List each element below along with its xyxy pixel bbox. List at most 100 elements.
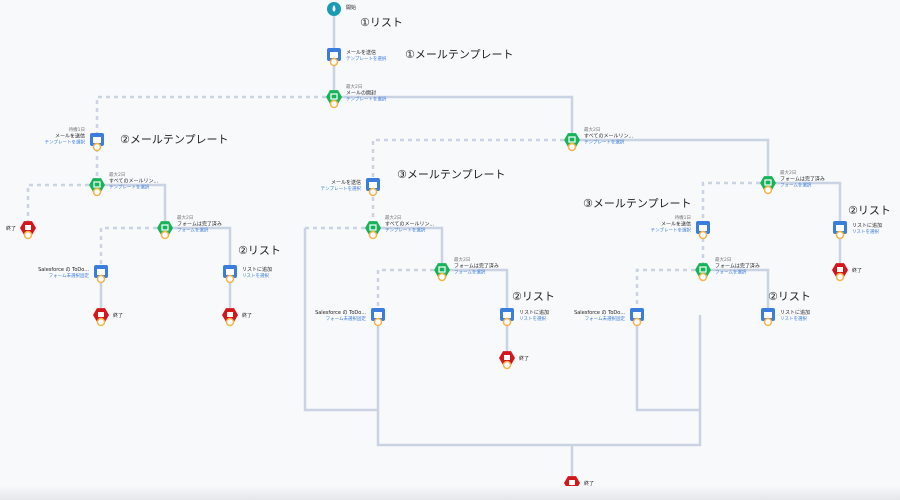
node-select-link[interactable]: リストを選択 [519,315,546,322]
node-title: メールを送信 [331,179,361,186]
node-select-link[interactable]: テンプレートを選択 [109,184,150,191]
node-port[interactable] [835,230,845,240]
node-select-link[interactable]: フォームを選択 [780,182,812,189]
node-port[interactable] [502,317,512,327]
trigger-glyph-icon [568,136,576,143]
envelope-icon [369,182,377,188]
flow-node-todo3[interactable]: Salesforce の ToDo...フォーム未選択固定 [315,308,385,327]
node-port[interactable] [329,99,339,109]
node-port[interactable] [23,230,33,240]
node-port[interactable] [437,272,447,282]
node-port[interactable] [763,317,773,327]
node-port[interactable] [329,57,339,67]
envelope-icon [503,312,511,318]
node-port[interactable] [160,230,170,240]
node-title: 終了 [852,267,862,274]
node-select-link[interactable]: リストを選択 [780,315,807,322]
flow-node-end2a[interactable]: 終了 [6,221,36,240]
node-meta: 最大2日 [454,256,470,263]
node-port[interactable] [96,317,106,327]
flow-node-endR[interactable]: 終了 [832,263,862,282]
stop-glyph-icon [837,267,843,272]
flow-node-end3[interactable]: 終了 [499,351,529,370]
node-port[interactable] [368,230,378,240]
connector-no [701,181,768,270]
flow-node-todo4[interactable]: Salesforce の ToDo...フォーム未選択固定 [574,308,644,327]
node-title: 終了 [242,312,252,319]
node-select-link[interactable]: フォームを選択 [715,269,747,276]
node-meta: 最大2日 [177,214,193,221]
envelope-icon [330,52,338,58]
bottom-shade [0,486,900,500]
node-select-link[interactable]: フォーム未選択固定 [326,315,367,322]
node-select-link[interactable]: テンプレートを選択 [346,55,387,62]
node-port[interactable] [835,272,845,282]
flow-node-end2c[interactable]: 終了 [222,308,252,327]
node-meta: 最大2日 [780,169,796,176]
node-select-link[interactable]: フォームを選択 [454,269,486,276]
node-select-link[interactable]: テンプレートを選択 [346,96,387,103]
node-port[interactable] [698,272,708,282]
node-select-link[interactable]: リストを選択 [852,228,879,235]
node-select-link[interactable]: フォーム未選択固定 [585,315,626,322]
flow-node-todo2[interactable]: Salesforce の ToDo...フォーム未選択固定 [38,265,108,284]
node-title: すべてのメールリン... [584,134,634,140]
node-title: リストに追加 [852,222,882,229]
node-select-link[interactable]: テンプレートを選択 [321,185,362,192]
trigger-icon [695,263,711,277]
node-title: Salesforce の ToDo... [38,267,89,273]
node-port[interactable] [632,317,642,327]
node-meta: 最大2日 [584,126,600,133]
node-title: フォームは完了済み [454,263,499,270]
node-title: フォームは完了済み [177,221,222,228]
node-port[interactable] [763,185,773,195]
node-select-link[interactable]: テンプレートを選択 [584,139,625,146]
connector-yes [635,315,700,412]
node-port[interactable] [698,230,708,240]
trigger-icon [326,90,342,104]
node-select-link[interactable]: フォーム未選択固定 [49,272,90,279]
node-port[interactable] [567,142,577,152]
trigger-glyph-icon [764,179,772,186]
node-select-link[interactable]: フォームを選択 [177,227,209,234]
annotation-list-2a: ②リスト [238,244,281,257]
flow-node-start[interactable]: 開始 [327,2,356,16]
connector-no [371,138,572,228]
node-title: Salesforce の ToDo... [574,310,625,316]
flow-node-end2b[interactable]: 終了 [93,308,123,327]
envelope-icon [633,312,641,318]
node-port[interactable] [502,360,512,370]
drop-icon [332,5,336,12]
node-port[interactable] [96,274,106,284]
node-port[interactable] [225,317,235,327]
node-select-link[interactable]: テンプレートを選択 [45,139,86,146]
node-title: メールを送信 [661,221,691,228]
connector-no [635,268,703,315]
node-port[interactable] [368,187,378,197]
node-select-link[interactable]: テンプレートを選択 [651,227,692,234]
node-port[interactable] [373,317,383,327]
node-port[interactable] [92,187,102,197]
node-select-link[interactable]: テンプレートを選択 [385,227,426,234]
annotation-list-2b: ②リスト [512,290,555,303]
node-title: リストに追加 [242,266,272,273]
node-port[interactable] [92,142,102,152]
node-select-link[interactable]: リストを選択 [242,272,269,279]
node-port[interactable] [225,274,235,284]
